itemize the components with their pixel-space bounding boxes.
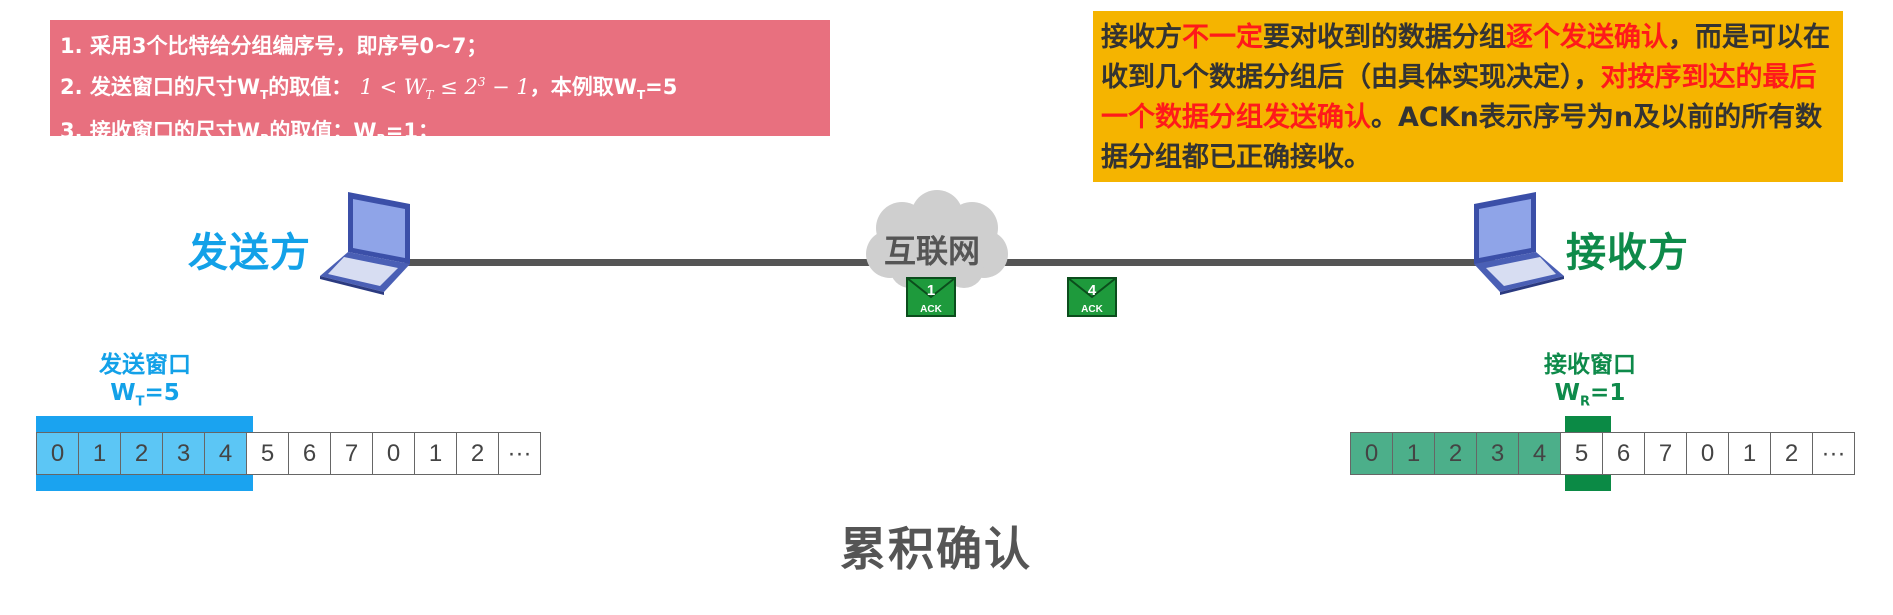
sequence-cell: 0 [1686, 432, 1729, 475]
recv-window-size: WR=1 [1554, 380, 1626, 410]
sequence-cell: 1 [1728, 432, 1771, 475]
sequence-cell: 6 [288, 432, 331, 475]
sequence-cell: 1 [1392, 432, 1435, 475]
sequence-cell: 0 [1350, 432, 1393, 475]
ack-packet-number: 4 [1088, 282, 1097, 299]
sequence-cell: 1 [78, 432, 121, 475]
sequence-cell: 4 [1518, 432, 1561, 475]
note-line-1: 1. 采用3个比特给分组编序号，即序号0~7； [60, 34, 488, 58]
sequence-cell: 3 [162, 432, 205, 475]
internet-label: 互联网 [884, 232, 981, 270]
send-window-size: WT=5 [110, 380, 180, 410]
notes-box: 1. 采用3个比特给分组编序号，即序号0~7； 2. 发送窗口的尺寸WT的取值：… [50, 20, 830, 146]
sequence-cell: 5 [246, 432, 289, 475]
ack-packet: 4 ACK [1067, 277, 1117, 317]
sequence-cell: 0 [372, 432, 415, 475]
sequence-cell: 2 [1770, 432, 1813, 475]
sequence-cell: 0 [36, 432, 79, 475]
sequence-cell: 5 [1560, 432, 1603, 475]
window-size-formula: 1 < WT ≤ 23 − 1 [359, 75, 530, 103]
receiver-label: 接收方 [1566, 230, 1689, 276]
sequence-cell: 2 [456, 432, 499, 475]
send-window-title: 发送窗口 [99, 352, 191, 378]
note-line-2: 2. 发送窗口的尺寸WT的取值： 1 < WT ≤ 23 − 1，本例取WT=5 [60, 75, 678, 103]
sequence-cell: 7 [1644, 432, 1687, 475]
sender-label: 发送方 [188, 230, 311, 276]
sequence-cell: ··· [1812, 432, 1855, 475]
recv-window-title: 接收窗口 [1544, 352, 1636, 378]
ack-packet-number: 1 [927, 282, 935, 299]
sequence-cell: ··· [498, 432, 541, 475]
explanation-box: 接收方不一定要对收到的数据分组逐个发送确认，而是可以在收到几个数据分组后（由具体… [1093, 11, 1843, 182]
note-line-3: 3. 接收窗口的尺寸WR的取值：WR=1； [60, 119, 439, 147]
sequence-cell: 2 [120, 432, 163, 475]
sequence-cell: 1 [414, 432, 457, 475]
sequence-cell: 6 [1602, 432, 1645, 475]
sequence-cell: 7 [330, 432, 373, 475]
ack-packet: 1 ACK [906, 277, 956, 317]
receiver-laptop-icon [1474, 192, 1564, 295]
ack-packet-type: ACK [920, 304, 942, 315]
sequence-cell: 4 [204, 432, 247, 475]
caption: 累积确认 [840, 522, 1032, 576]
ack-packet-type: ACK [1081, 304, 1103, 315]
sender-laptop-icon [320, 192, 410, 295]
sequence-cell: 2 [1434, 432, 1477, 475]
sequence-cell: 3 [1476, 432, 1519, 475]
